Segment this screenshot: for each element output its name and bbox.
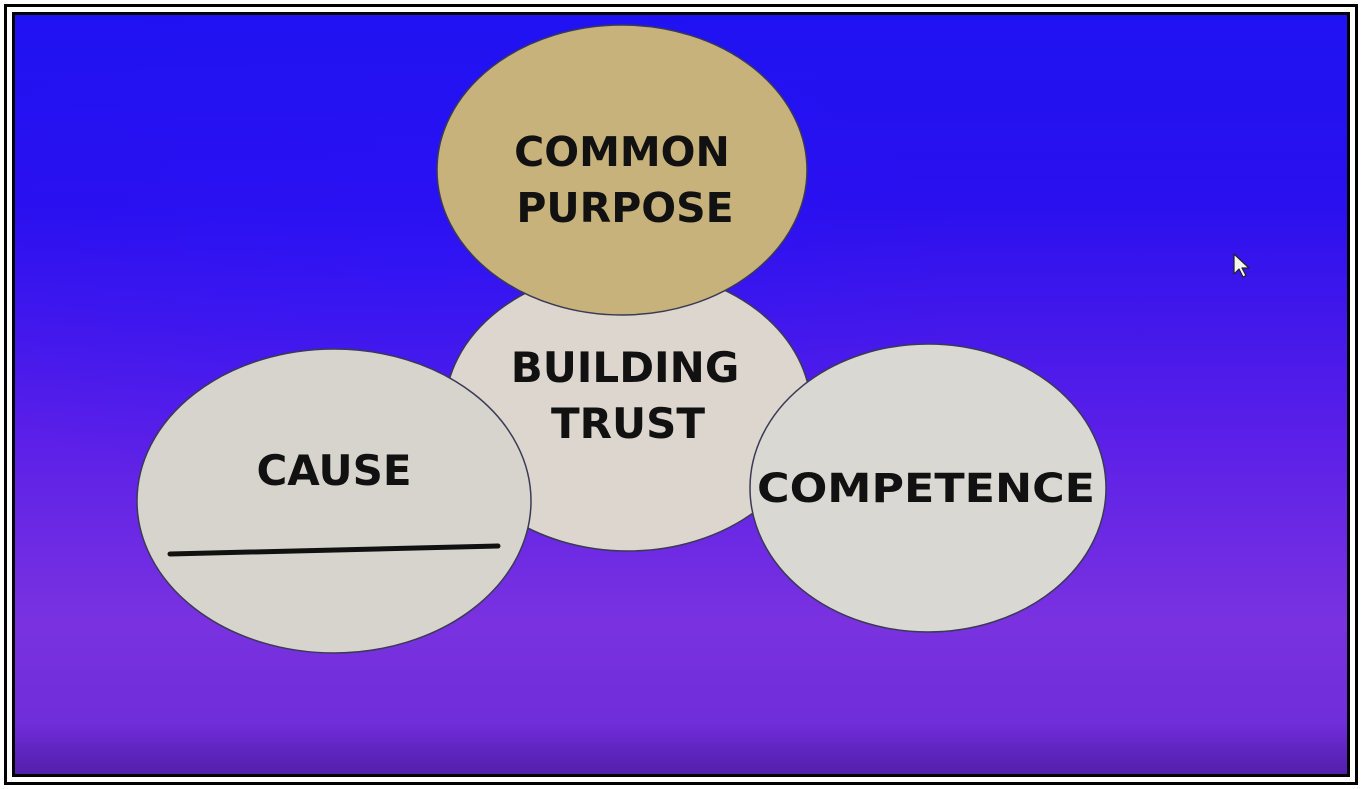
building-trust-label-line-2: TRUST [551,399,705,448]
mouse-pointer-icon [1233,253,1250,278]
node-common-purpose: COMMON PURPOSE [436,24,808,316]
cause-underline [167,543,501,557]
common-purpose-circle [436,24,808,316]
competence-label: COMPETENCE [757,466,1095,512]
cause-label: CAUSE [256,446,411,495]
node-competence: COMPETENCE [749,343,1107,633]
cause-circle [136,348,532,654]
common-purpose-label-line-1: COMMON [514,128,730,176]
building-trust-label-line-1: BUILDING [511,343,740,392]
node-cause: CAUSE [136,348,532,654]
common-purpose-label-line-2: PURPOSE [516,184,733,232]
competence-circle [749,343,1107,633]
